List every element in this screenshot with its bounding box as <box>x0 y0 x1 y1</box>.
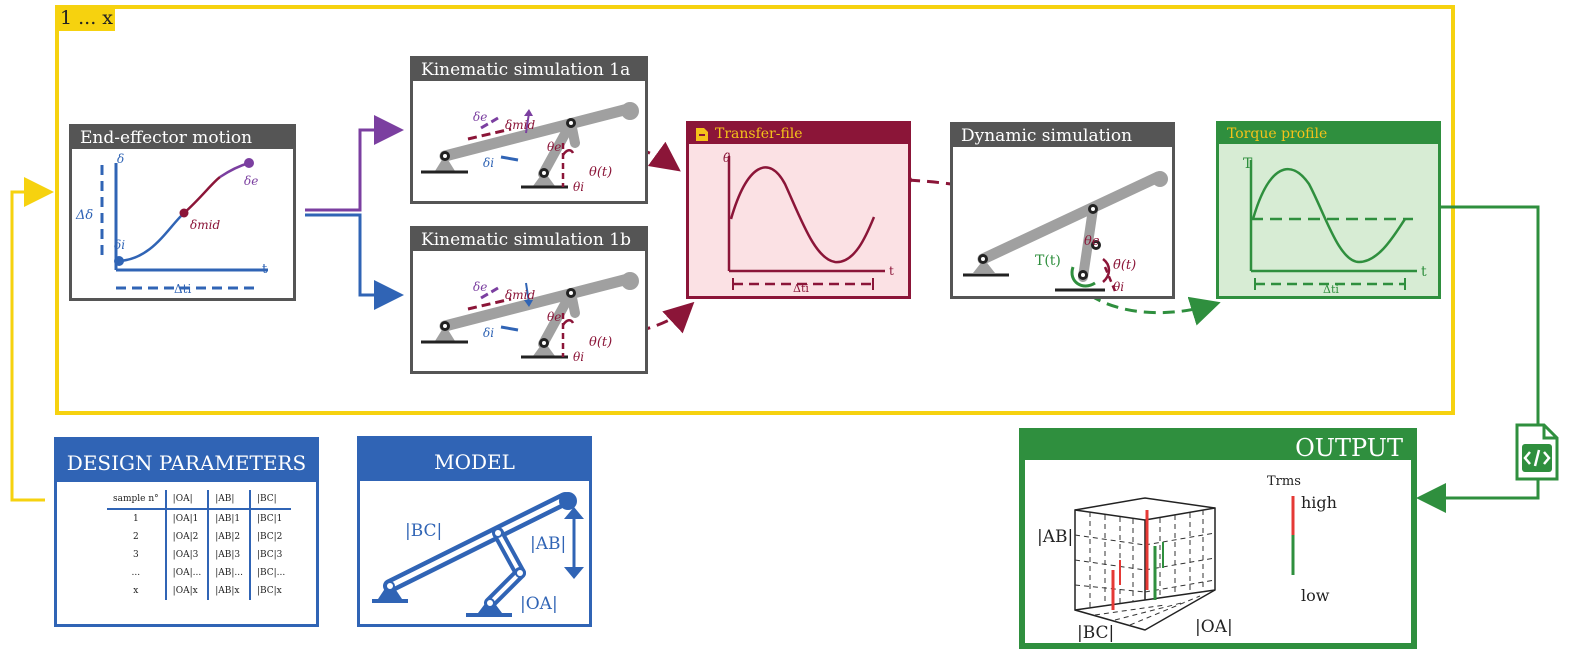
dyn-theta-i: θi <box>1113 280 1124 294</box>
table-cell: |OA|x <box>164 582 209 600</box>
table-row: 3 |OA|3 |AB|3 |BC|3 <box>107 546 292 564</box>
table-row: ... |OA|... |AB|... |BC|... <box>107 564 292 582</box>
legend-high: high <box>1301 493 1337 512</box>
model-bc-label: |BC| <box>405 521 442 541</box>
table-cell: x <box>133 586 139 596</box>
code-file-icon <box>1515 423 1559 481</box>
table-header-row: sample n° |OA| |AB| |BC| <box>107 490 292 510</box>
dynamic-diagram: θe θ̈(t) T(t) θi <box>963 171 1168 294</box>
table-cell: |OA|3 <box>164 546 209 564</box>
kin-a-theta-e: θe <box>547 140 561 154</box>
torque-dt-label: Δti <box>1323 283 1339 296</box>
kin-a-theta-t: θ(t) <box>589 165 612 180</box>
table-cell: |AB|2 <box>207 528 250 546</box>
end-effector-title: End-effector motion <box>72 127 293 149</box>
transfer-t-label: t <box>889 264 894 278</box>
torque-profile-title: Torque profile <box>1219 124 1438 144</box>
output-ab-axis: |AB| <box>1037 527 1073 547</box>
delta-i-label: δi <box>114 238 125 252</box>
table-cell: |OA|... <box>164 564 209 582</box>
table-cell: |AB|... <box>207 564 250 582</box>
torque-axis-label: T <box>1243 156 1253 172</box>
kin-b-theta-e: θe <box>547 310 561 324</box>
transfer-plot: θ̈ t Δti <box>723 151 894 295</box>
table-cell: |AB|x <box>207 582 250 600</box>
table-header: |AB| <box>207 490 250 510</box>
output-bc-axis: |BC| <box>1077 623 1114 643</box>
model-title: MODEL <box>360 439 589 481</box>
kin-b-delta-e: δe <box>473 280 487 294</box>
end-effector-plot: δ δi δmid δe Δδ t Δti <box>75 152 268 296</box>
design-parameters-title: DESIGN PARAMETERS <box>57 440 316 482</box>
model-ab-label: |AB| <box>530 534 566 554</box>
torque-profile-panel: Torque profile T t Δti <box>1216 121 1441 299</box>
torque-plot: T t Δti <box>1243 156 1427 296</box>
end-effector-panel: End-effector motion δ δi δmid δe Δδ t Δt… <box>69 124 296 301</box>
model-diagram: |BC| |AB| |OA| <box>372 492 584 617</box>
kinematic-1a-panel: Kinematic simulation 1a δe δmid δi θe θ(… <box>410 56 648 204</box>
file-icon <box>696 128 708 141</box>
torque-t-label: t <box>1421 264 1427 280</box>
table-header: |OA| <box>164 490 209 510</box>
kin-b-theta-i: θi <box>573 350 584 364</box>
t-label: t <box>262 262 268 277</box>
kin-a-delta-i: δi <box>483 156 494 170</box>
kin-b-delta-i: δi <box>483 326 494 340</box>
model-panel: MODEL |BC| |AB| |OA| <box>357 436 592 627</box>
table-cell: |BC|2 <box>248 528 292 546</box>
delta-label: δ <box>117 152 124 166</box>
table-cell: |OA|1 <box>164 509 209 528</box>
design-parameters-panel: DESIGN PARAMETERS sample n° |OA| |AB| |B… <box>54 437 319 627</box>
kin-a-delta-e: δe <box>473 110 487 124</box>
output-oa-axis: |OA| <box>1195 617 1233 637</box>
table-cell: |AB|3 <box>207 546 250 564</box>
transfer-dt-label: Δti <box>793 282 809 295</box>
delta-delta-label: Δδ <box>75 208 93 223</box>
kinematic-1b-title: Kinematic simulation 1b <box>413 229 645 251</box>
kin-a-theta-i: θi <box>573 180 584 194</box>
transfer-file-panel: Transfer-file θ̈ t Δti <box>686 121 911 299</box>
table-cell: |BC|1 <box>248 509 292 528</box>
table-cell: |BC|3 <box>248 546 292 564</box>
dyn-theta-e: θe <box>1084 234 1100 249</box>
dyn-theta-dd: θ̈(t) <box>1113 258 1136 273</box>
table-header: sample n° <box>107 490 166 510</box>
loop-label: 1 ... x <box>55 5 115 31</box>
table-header: |BC| <box>248 490 292 510</box>
table-cell: 3 <box>132 550 139 560</box>
dyn-torque: T(t) <box>1035 253 1061 269</box>
model-oa-label: |OA| <box>520 594 558 614</box>
table-row: 2 |OA|2 |AB|2 |BC|2 <box>107 528 292 546</box>
output-panel: OUTPUT |AB| |BC| |OA| Trms high <box>1019 428 1417 649</box>
theta-dd-axis-label: θ̈ <box>723 151 731 165</box>
dt-label: Δti <box>174 282 191 296</box>
table-cell: |OA|2 <box>164 528 209 546</box>
kin-b-theta-t: θ(t) <box>589 335 612 350</box>
delta-e-label: δe <box>244 174 258 188</box>
kin-b-delta-mid: δmid <box>505 288 535 302</box>
legend-low: low <box>1301 586 1330 605</box>
kinematic-1a-diagram: δe δmid δi θe θ(t) θi <box>421 102 639 194</box>
dynamic-title: Dynamic simulation <box>953 125 1172 147</box>
table-cell: |BC|... <box>248 564 292 582</box>
dynamic-panel: Dynamic simulation θe θ̈(t) T(t) θi <box>950 122 1175 299</box>
kin-a-delta-mid: δmid <box>505 118 535 132</box>
output-3d-plot: |AB| |BC| |OA| Trms high low <box>1037 474 1337 643</box>
kinematic-1b-diagram: δe δmid δi θe θ(t) θi <box>421 272 639 364</box>
loop-frame <box>55 5 1455 415</box>
delta-mid-label: δmid <box>190 218 220 232</box>
table-cell: |AB|1 <box>207 509 250 528</box>
output-title: OUTPUT <box>1025 434 1411 462</box>
table-row: x |OA|x |AB|x |BC|x <box>107 582 292 600</box>
kinematic-1a-title: Kinematic simulation 1a <box>413 59 645 81</box>
table-row: 1 |OA|1 |AB|1 |BC|1 <box>107 509 292 528</box>
legend-title: Trms <box>1267 474 1301 489</box>
kinematic-1b-panel: Kinematic simulation 1b δe δmid δi θe θ(… <box>410 226 648 374</box>
table-cell: ... <box>131 568 141 578</box>
table-cell: |BC|x <box>248 582 292 600</box>
transfer-file-title: Transfer-file <box>689 124 908 144</box>
design-parameters-table: sample n° |OA| |AB| |BC| 1 |OA|1 |AB|1 |… <box>107 490 292 600</box>
table-cell: 1 <box>132 514 139 524</box>
table-cell: 2 <box>132 532 139 542</box>
